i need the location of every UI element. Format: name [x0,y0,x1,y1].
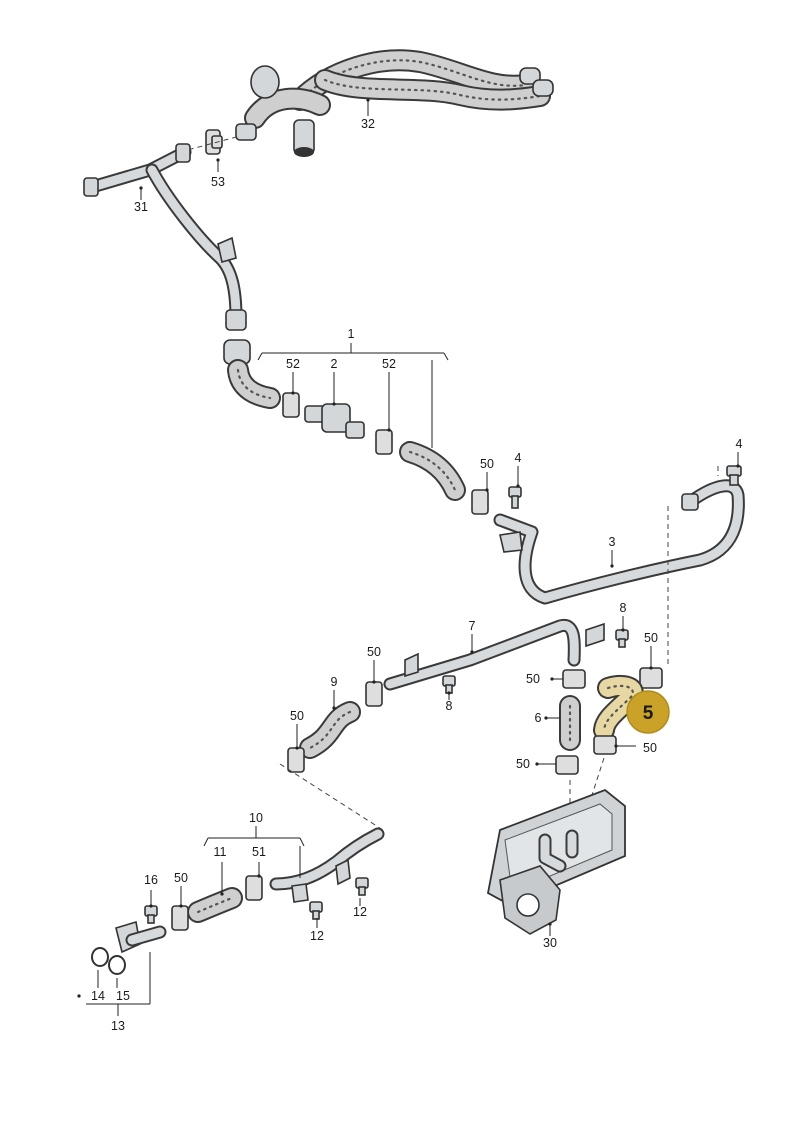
part-50-clamp-f [639,667,663,689]
label-part-52-left: 52 [286,357,300,371]
label-part-15: 15 [116,989,130,1003]
label-part-50-a: 50 [480,457,494,471]
part-8-bolt-lower [442,675,456,694]
label-part-5: 5 [643,703,654,724]
highlight-badge-part-5[interactable]: 5 [626,690,670,734]
part-50-clamp-a [471,489,489,515]
label-part-32: 32 [361,117,375,131]
part-53-clamp [205,129,223,155]
part-11-hose [187,887,243,923]
part-32-heater-hose-assembly [235,49,554,157]
part-30-oil-cooler [486,788,626,935]
label-part-7: 7 [469,619,476,633]
part-2-hose-elbow-upper [223,339,281,409]
part-5-hose-highlighted [593,674,644,741]
label-part-3: 3 [609,535,616,549]
part-15-o-ring [108,955,126,975]
part-50-clamp-b [365,681,383,707]
label-part-12-lower: 12 [310,929,324,943]
label-part-1: 1 [348,327,355,341]
part-12-bolt-right [355,877,369,896]
label-part-30: 30 [543,936,557,950]
label-part-50-f: 50 [644,631,658,645]
label-part-6: 6 [535,711,542,725]
part-9-hose [299,701,361,759]
part-52-clamp-right [375,429,393,455]
label-part-50-e: 50 [516,757,530,771]
part-50-clamp-e [555,755,579,775]
part-13-flange-pipe [115,920,167,954]
part-7-coolant-pipe [383,619,605,691]
part-51-clamp [245,875,263,901]
label-part-11: 11 [214,845,227,859]
part-8-bolt-upper [615,629,629,648]
label-part-50-b: 50 [367,645,381,659]
label-part-8-upper: 8 [620,601,627,615]
label-part-50-h: 50 [174,871,188,885]
label-part-16: 16 [144,873,158,887]
label-part-52-right: 52 [382,357,396,371]
label-part-31: 31 [134,200,148,214]
label-part-4-b: 4 [736,437,743,451]
part-4-bolt-b [726,465,742,486]
part-12-bolt-lower [309,901,323,920]
label-part-2: 2 [331,357,338,371]
label-part-53: 53 [211,175,225,189]
label-part-50-c: 50 [290,709,304,723]
label-part-51: 51 [252,845,266,859]
hose-section-group-1 [399,441,466,501]
label-part-4-a: 4 [515,451,522,465]
part-14-o-ring [91,947,109,967]
label-part-50-g: 50 [643,741,657,755]
part-16-bolt [144,905,158,924]
part-3-coolant-pipe [493,479,745,605]
part-50-clamp-d [562,669,586,689]
part-50-clamp-c [287,747,305,773]
label-part-14: 14 [91,989,105,1003]
part-50-clamp-h [171,905,189,931]
label-part-9: 9 [331,675,338,689]
part-2-valve [304,403,365,439]
label-part-8-lower: 8 [446,699,453,713]
part-31-coolant-pipe [83,143,247,331]
label-part-13: 13 [111,1019,125,1033]
part-10-coolant-pipe [269,827,385,903]
part-50-clamp-g [593,735,617,755]
part-52-clamp-left [282,392,300,418]
label-part-12-right: 12 [353,905,367,919]
label-part-50-d: 50 [526,672,540,686]
label-part-10: 10 [249,811,263,825]
part-4-bolt-a [508,486,522,509]
